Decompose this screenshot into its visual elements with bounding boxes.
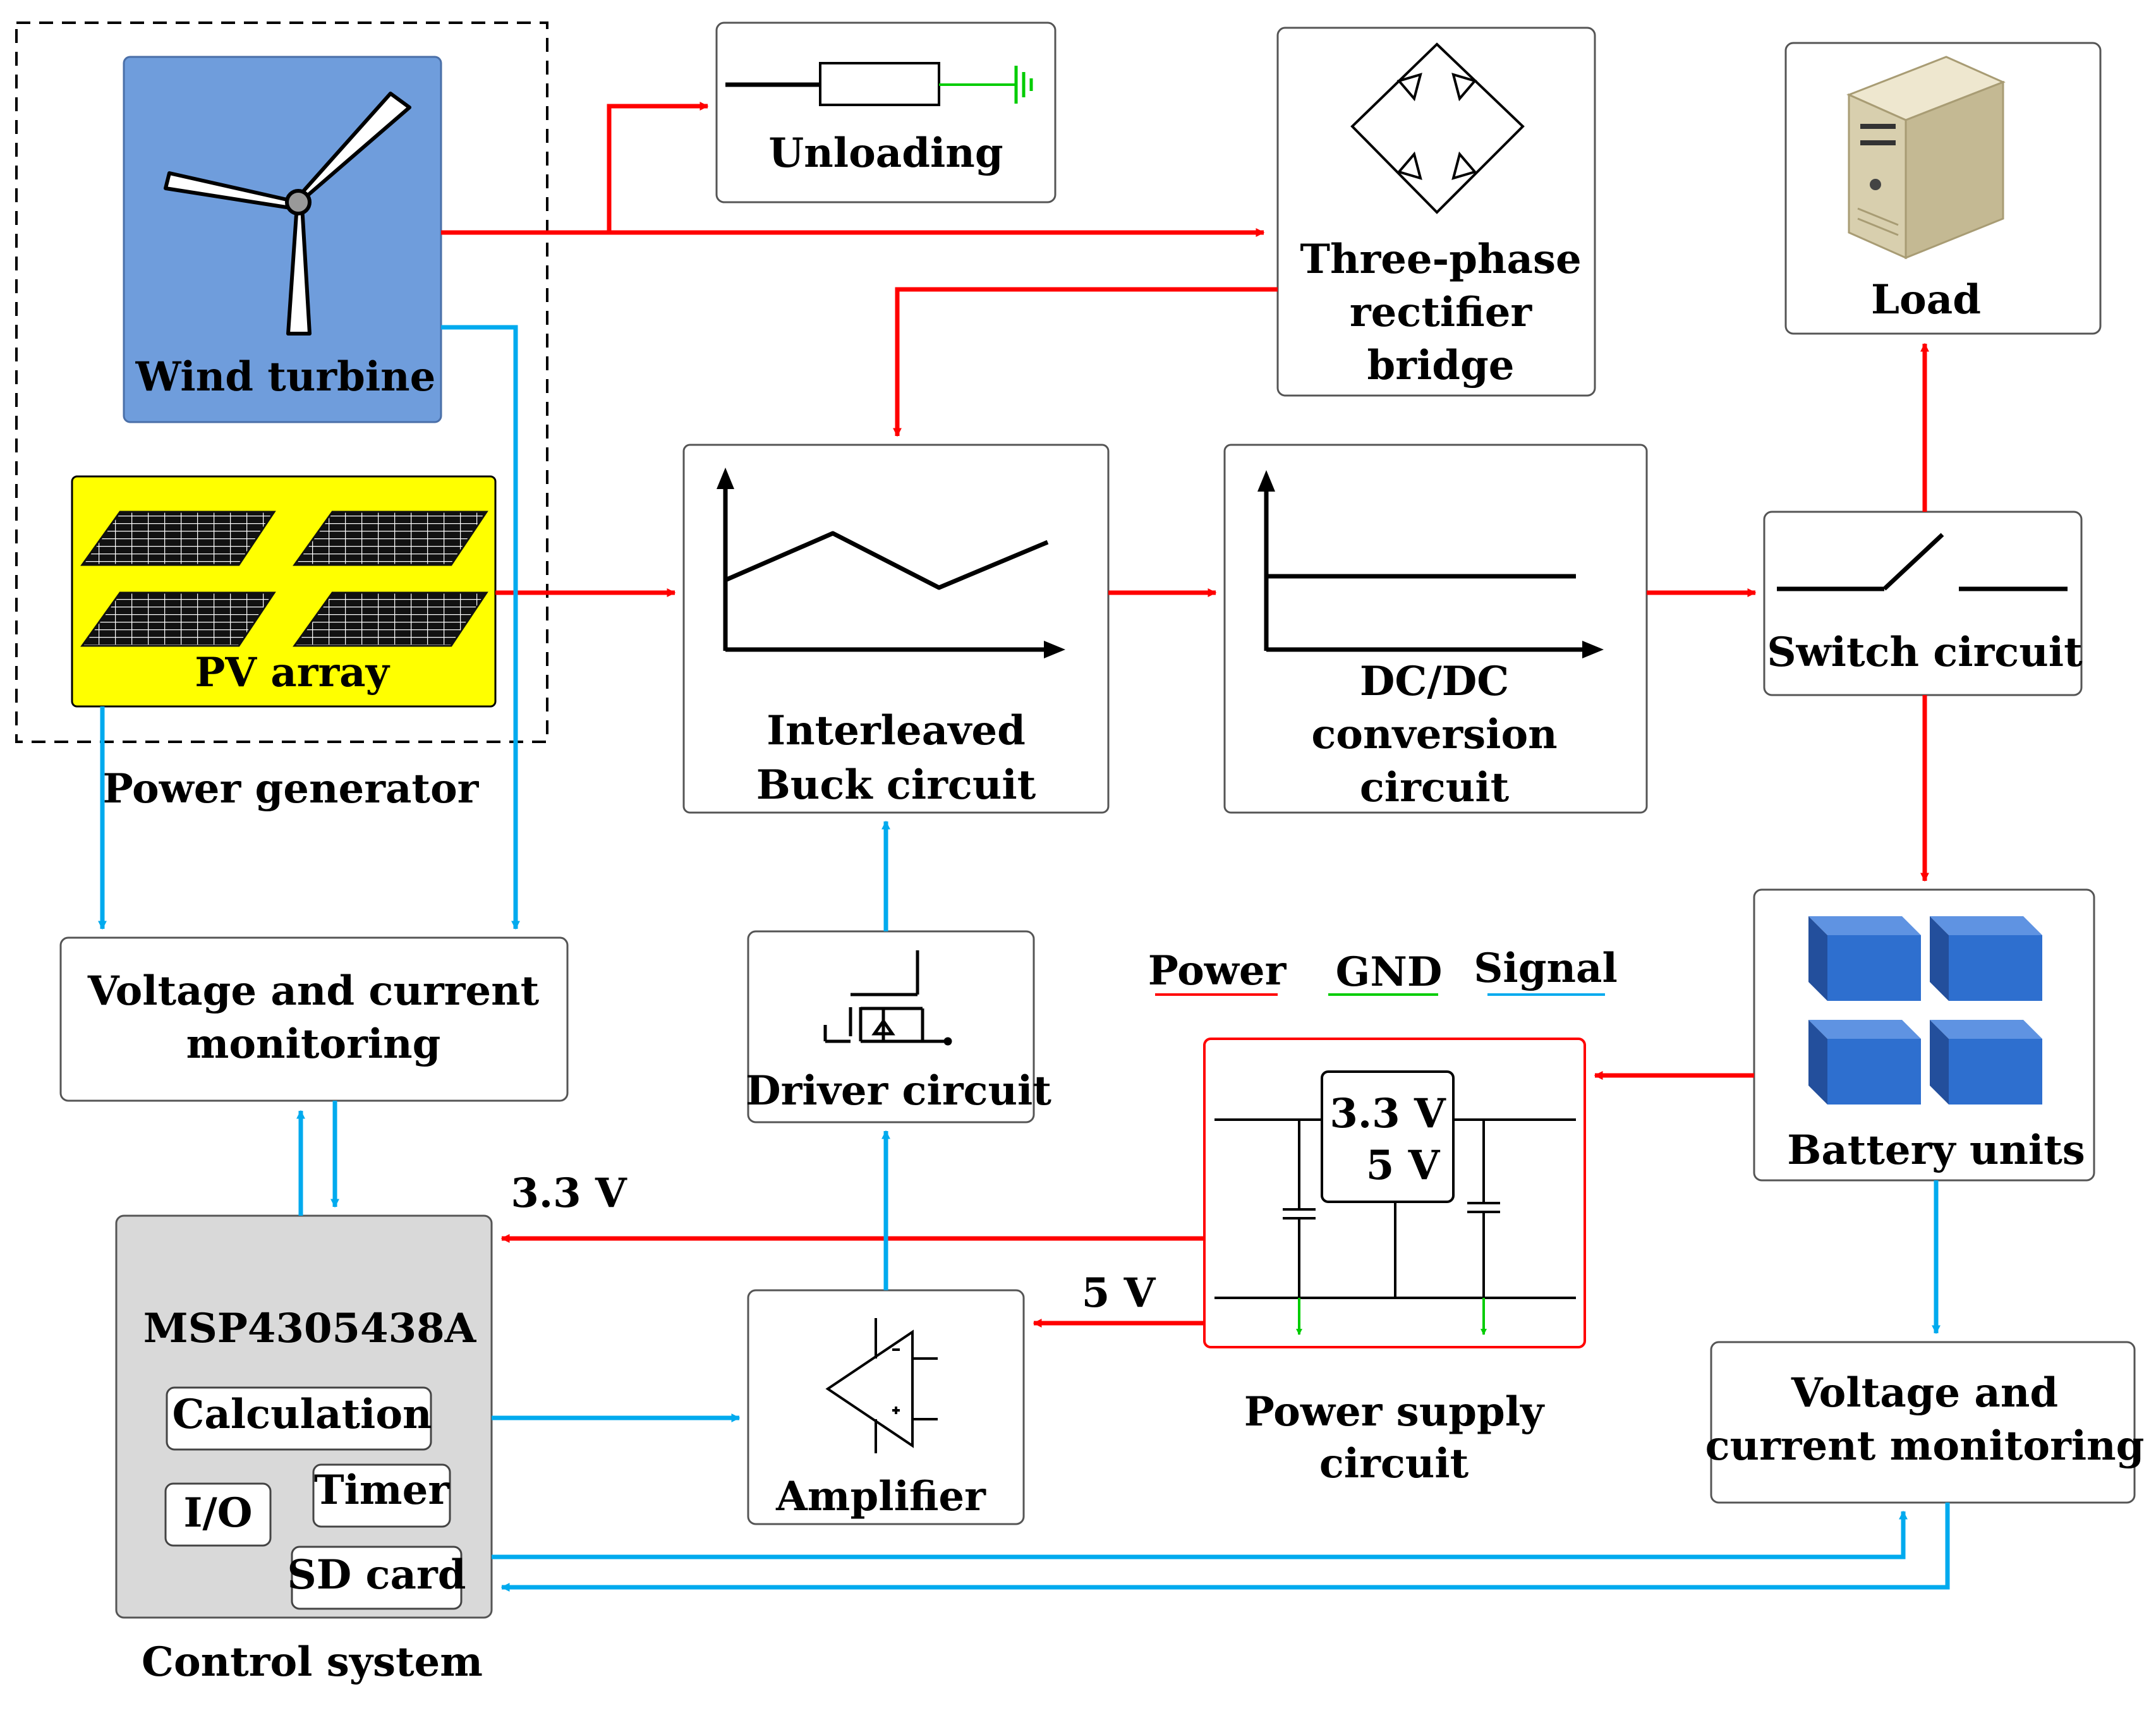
vcm-left-label-line1: Voltage and current [87,967,540,1015]
unloading-label: Unloading [768,130,1003,177]
rectifier-label-line2: rectifier [1350,289,1533,336]
dcdc-block: DC/DC conversion circuit [1223,444,1648,814]
sd-card-label: SD card [288,1551,466,1599]
amplifier-label: Amplifier [775,1473,986,1520]
driver-box [747,930,1035,1123]
sd-card-box [291,1546,463,1610]
resistor-ground-icon [725,62,1033,106]
dcdc-label-line1: DC/DC [1360,658,1509,705]
signal-connections [98,325,1950,1592]
rail-5v-label: 5 V [1082,1269,1156,1317]
vcm-left-block: Voltage and current monitoring [59,936,569,1102]
vcm-right-to-mcu-arrow [500,1503,1950,1592]
psu-voltage-33: 3.3 V [1329,1090,1446,1137]
mosfet-icon [823,950,952,1046]
wind-turbine-label: Wind turbine [135,353,436,401]
wind-turbine-icon [164,92,411,336]
battery-block: Battery units [1753,888,2095,1182]
timer-label: Timer [314,1467,450,1514]
rail-33v-label: 3.3 V [511,1170,627,1217]
switch-icon [1777,533,2068,591]
triangular-waveform-icon [717,468,1065,658]
buck-block: Interleaved Buck circuit [682,444,1110,814]
switch-label: Switch circuit [1767,629,2083,676]
amplifier-block: Amplifier [747,1289,1025,1525]
buck-label-line1: Interleaved [766,707,1026,754]
legend: Power GND Signal [1148,945,1618,996]
vcm-right-label-line1: Voltage and [1791,1369,2058,1417]
solar-panel-icon [80,511,488,647]
server-tower-icon [1846,56,2006,260]
flat-dc-waveform-icon [1257,470,1604,658]
power-generator-group: Power generator [15,21,548,813]
legend-gnd-label: GND [1336,948,1443,996]
diode-bridge-icon [1350,42,1525,214]
io-box [164,1482,272,1547]
voltage-regulator-icon [1214,1070,1576,1299]
legend-signal-label: Signal [1474,945,1618,992]
wind-turbine-block: Wind turbine [123,56,442,423]
vcm-right-label-line2: current monitoring [1705,1422,2145,1470]
driver-block: Driver circuit [746,930,1051,1123]
unloading-box [715,21,1057,203]
vcm-left-box [59,936,569,1102]
wind-to-unloading-arrow [607,102,709,233]
load-block: Load [1784,42,2102,335]
vcm-left-label-line2: monitoring [186,1020,441,1068]
wind-to-vcm-left-arrow [441,325,520,930]
vcm-right-box [1710,1341,2136,1504]
buck-box [682,444,1110,814]
power-generator-boundary [15,21,548,743]
dcdc-box [1223,444,1648,814]
rectifier-to-buck-arrow [893,287,1278,437]
driver-label: Driver circuit [746,1067,1051,1115]
power-connections [441,102,1929,1328]
pv-array-block: PV array [71,475,497,708]
psu-voltage-5: 5 V [1366,1142,1441,1189]
calculation-box [166,1386,432,1451]
dcdc-label-line2: conversion [1311,711,1557,758]
vcm-right-block: Voltage and current monitoring [1705,1341,2145,1504]
rectifier-block: Three-phase rectifier bridge [1276,27,1596,397]
psu-block: 3.3 V 5 V Power supply circuit [1203,1038,1586,1487]
dcdc-label-line3: circuit [1360,764,1510,811]
control-system-caption: Control system [142,1638,483,1686]
battery-label: Battery units [1787,1127,2085,1174]
op-amp-icon [825,1318,938,1453]
mcu-to-vcm-right-arrow [492,1510,1908,1559]
switch-block: Switch circuit [1763,511,2083,696]
rectifier-label-line3: bridge [1367,342,1515,389]
io-label: I/O [183,1489,252,1537]
rectifier-label-line1: Three-phase [1300,236,1581,283]
load-label: Load [1871,276,1981,324]
legend-power-label: Power [1148,947,1287,995]
unloading-block: Unloading [715,21,1057,203]
psu-caption-line1: Power supply [1244,1388,1545,1436]
pv-array-label: PV array [195,649,390,696]
battery-cells-icon [1808,916,2042,1105]
psu-caption-line2: circuit [1319,1440,1469,1487]
buck-label-line2: Buck circuit [756,761,1036,809]
control-system-block: MSP4305438A Calculation I/O Timer SD car… [115,1214,493,1686]
power-generator-caption: Power generator [103,765,480,813]
timer-box [312,1463,451,1528]
calculation-label: Calculation [172,1391,432,1438]
mcu-label: MSP4305438A [143,1305,477,1352]
